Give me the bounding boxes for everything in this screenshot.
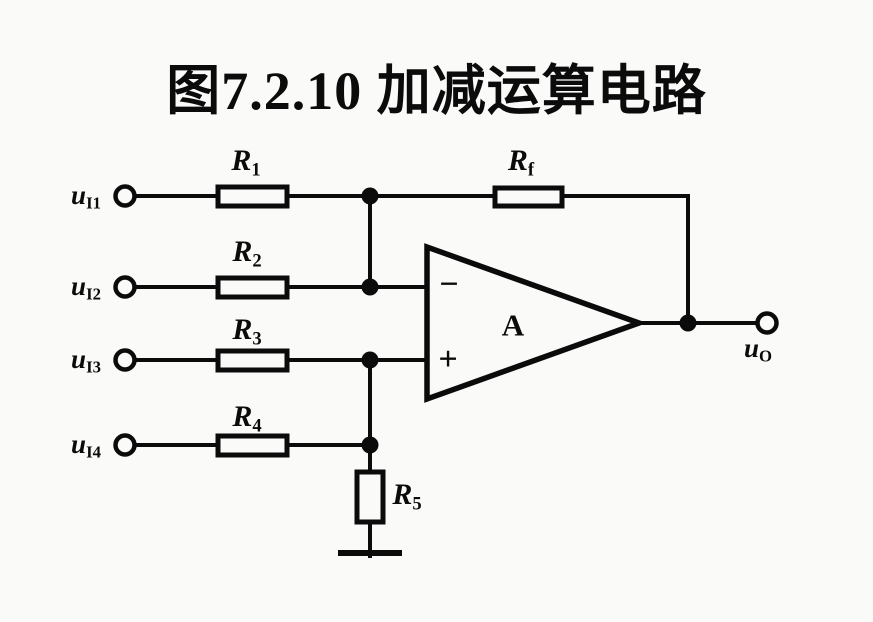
input-label-ui2: uI2 (71, 270, 101, 304)
resistor-label-r2-sub: 2 (252, 250, 262, 272)
output-label-base: u (743, 332, 759, 363)
opamp-gain-label: A (501, 307, 525, 343)
resistor-r3-body (215, 348, 290, 373)
resistor-label-r2: R2 (232, 237, 261, 271)
opamp-triangle (424, 243, 648, 403)
junction-dot-output (679, 314, 697, 332)
resistor-label-rf-sub: f (527, 159, 535, 181)
resistor-label-r2-base: R (232, 235, 253, 269)
input-terminal-ui3 (113, 348, 137, 372)
junction-dot-inverting-top (361, 187, 379, 205)
resistor-label-r4-base: R (232, 400, 253, 434)
resistor-label-r1-sub: 1 (251, 159, 261, 181)
output-terminal (755, 311, 779, 335)
wire-rf-to-output-node (560, 194, 690, 322)
resistor-r2-body (215, 275, 290, 300)
resistor-label-rf-base: R (507, 144, 528, 178)
input-label-ui1-base: u (71, 179, 87, 210)
resistor-r1-body (215, 184, 290, 209)
resistor-label-r1-base: R (231, 144, 252, 178)
input-label-ui3-base: u (71, 343, 87, 374)
input-label-ui2-base: u (71, 270, 87, 301)
resistor-label-r5-sub: 5 (412, 493, 422, 515)
resistor-label-r5: R5 (392, 480, 421, 514)
inverting-input-sign: − (439, 266, 459, 303)
resistor-label-r4: R4 (232, 402, 261, 436)
resistor-rf-body (492, 185, 565, 209)
input-label-ui1-sub: I1 (86, 193, 101, 213)
output-label-sub: O (759, 346, 773, 366)
input-label-ui2-sub: I2 (86, 284, 101, 304)
resistor-label-r4-sub: 4 (252, 415, 262, 437)
resistor-label-r3-base: R (232, 313, 253, 347)
resistor-label-r5-base: R (392, 478, 413, 512)
input-label-ui4-base: u (71, 428, 87, 459)
input-label-ui3-sub: I3 (86, 357, 101, 377)
resistor-r5-body (354, 469, 386, 525)
junction-dot-inverting-bottom (361, 278, 379, 296)
resistor-label-rf: Rf (508, 146, 534, 180)
figure-title: 图7.2.10 加减运算电路 (166, 61, 707, 121)
input-label-ui3: uI3 (71, 343, 101, 377)
input-label-ui1: uI1 (71, 179, 101, 213)
resistor-label-r3-sub: 3 (252, 328, 262, 350)
noninverting-input-sign: + (438, 341, 458, 378)
input-label-ui4-sub: I4 (86, 442, 101, 462)
resistor-label-r3: R3 (232, 315, 261, 349)
input-terminal-ui4 (113, 433, 137, 457)
input-terminal-ui2 (113, 275, 137, 299)
output-label: uO (743, 332, 773, 366)
input-terminal-ui1 (113, 184, 137, 208)
junction-dot-noninverting-top (361, 351, 379, 369)
input-label-ui4: uI4 (71, 428, 101, 462)
resistor-r4-body (215, 433, 290, 458)
resistor-label-r1: R1 (231, 146, 260, 180)
junction-dot-noninverting-bottom (361, 436, 379, 454)
